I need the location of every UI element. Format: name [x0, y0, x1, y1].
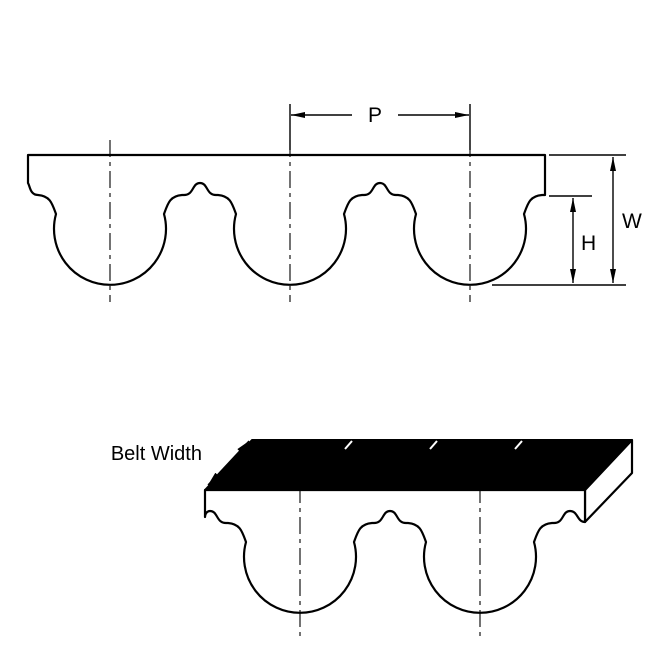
top-surface-tick	[514, 440, 523, 450]
profile-view: P W H	[26, 104, 642, 302]
top-surface-tick	[429, 440, 438, 450]
belt-profile	[26, 153, 547, 286]
perspective-view: Belt Width	[111, 438, 634, 638]
pitch-label: P	[368, 104, 382, 127]
belt-width-arrow	[207, 440, 250, 486]
height-label: H	[581, 232, 596, 255]
top-surface-tick	[344, 440, 353, 450]
belt-width-label: Belt Width	[111, 443, 202, 465]
belt-profile-3d	[203, 488, 587, 614]
width-label: W	[622, 210, 642, 233]
belt-top-surface	[204, 439, 633, 491]
